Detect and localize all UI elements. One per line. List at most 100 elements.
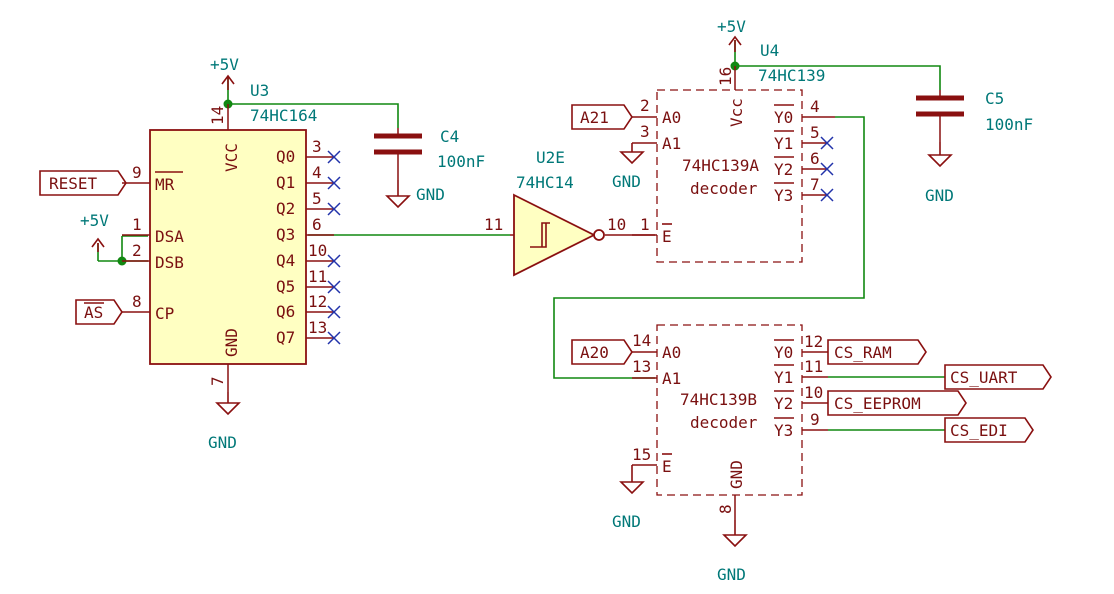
u4a-pin-vcc: Vcc xyxy=(727,98,746,127)
label-cs-ram: CS_RAM xyxy=(834,343,892,362)
u4a-pin-y2: Y2 xyxy=(774,160,793,179)
u3-shift-register[interactable]: U3 74HC164 9 MR 1 DSA 2 DSB 8 CP VCC 14 … xyxy=(122,81,341,392)
u4b-pin-num-e: 15 xyxy=(632,445,651,464)
label-cs-edi: CS_EDI xyxy=(950,421,1008,440)
u3-pin-num-q1: 4 xyxy=(312,163,322,182)
ground-icon xyxy=(927,142,953,168)
u3-pin-num-q4: 10 xyxy=(308,241,327,260)
ground-icon xyxy=(722,520,748,548)
u3-pin-mr: MR xyxy=(155,175,175,194)
u4b-pin-a1: A1 xyxy=(662,369,681,388)
u4b-pin-num-y1: 11 xyxy=(804,357,823,376)
u2e-pin-num-in: 11 xyxy=(484,215,503,234)
label-a21-box xyxy=(571,104,633,130)
label-cs-ram-box xyxy=(827,339,927,365)
u2e-pin-num-out: 10 xyxy=(607,215,626,234)
label-a20-box xyxy=(571,339,633,365)
label-a20: A20 xyxy=(580,343,609,362)
u4b-pin-e: E xyxy=(662,457,672,476)
u3-value: 74HC164 xyxy=(250,106,317,125)
u4a-no-connect-markers xyxy=(820,136,834,202)
u3-pin-num-mr: 9 xyxy=(132,163,142,182)
u4a-pin-num-e: 1 xyxy=(640,215,650,234)
gnd-u4b: GND xyxy=(717,565,746,584)
u2e-bubble xyxy=(593,229,605,241)
u3-pin-num-dsb: 2 xyxy=(132,241,142,260)
u4b-pin-y1: Y1 xyxy=(774,368,793,387)
ground-icon xyxy=(619,465,645,495)
u3-pin-num-dsa: 1 xyxy=(132,215,142,234)
arrow-up-icon xyxy=(728,35,742,52)
net-labels: RESET AS A21 A20 CS_RAM CS_UART CS_EEPRO… xyxy=(39,104,1052,443)
label-as-box xyxy=(75,299,123,325)
pwr-5v-u3: +5V xyxy=(210,55,239,74)
arrow-up-icon xyxy=(221,74,235,90)
u3-pin-q3: Q3 xyxy=(276,225,295,244)
c5-value: 100nF xyxy=(985,115,1033,134)
u4a-pin-num-vcc: 16 xyxy=(716,67,735,86)
pwr-5v-u4: +5V xyxy=(717,17,746,36)
u2e-body xyxy=(513,193,597,277)
u4a-name: 74HC139A xyxy=(682,156,759,175)
ground-icon xyxy=(215,392,241,416)
u2e-value: 74HC14 xyxy=(516,173,574,192)
u2e-schmitt-inverter[interactable]: U2E 74HC14 11 10 xyxy=(484,148,655,277)
u3-pin-num-vcc: 14 xyxy=(208,106,227,125)
c4-ref: C4 xyxy=(440,127,459,146)
u4a-pin-num-y1: 5 xyxy=(810,123,820,142)
u3-pin-q5: Q5 xyxy=(276,277,295,296)
u4a-pin-y3: Y3 xyxy=(774,186,793,205)
u3-pin-num-q3: 6 xyxy=(312,215,322,234)
u3-pin-num-cp: 8 xyxy=(132,292,142,311)
u4a-body xyxy=(656,89,803,263)
gnd-u4b-e: GND xyxy=(612,512,641,531)
ground-icon xyxy=(619,143,645,165)
u4a-pin-num-y0: 4 xyxy=(810,97,820,116)
wire-y0-a1 xyxy=(553,116,865,379)
u4b-pin-y0: Y0 xyxy=(774,343,793,362)
u4b-pin-num-a0: 14 xyxy=(632,331,651,350)
u4a-pin-num-y2: 6 xyxy=(810,149,820,168)
pwr-5v-dsa: +5V xyxy=(80,211,109,230)
u3-pin-q7: Q7 xyxy=(276,328,295,347)
gnd-u3: GND xyxy=(208,433,237,452)
c5-plates xyxy=(916,95,964,117)
u3-pin-q1: Q1 xyxy=(276,173,295,192)
u4b-decoder[interactable]: 14 A0 13 A1 15 E GND 8 74HC139B decoder … xyxy=(632,324,828,520)
gnd-c5: GND xyxy=(925,186,954,205)
u4a-y-overbars xyxy=(774,104,794,184)
u4a-decoder[interactable]: U4 74HC139 2 A0 3 A1 1 E Vcc 16 74HC139A… xyxy=(632,41,835,263)
gnd-c4: GND xyxy=(416,185,445,204)
u3-pin-gnd: GND xyxy=(222,328,241,357)
power-symbols: +5V +5V +5V GND GND GND GND GND GND xyxy=(80,17,954,584)
u4a-pin-num-a1: 3 xyxy=(640,122,650,141)
u3-body xyxy=(149,129,307,365)
capacitor-c5[interactable]: C5 100nF xyxy=(916,89,1033,142)
u4b-y-overbars xyxy=(774,339,794,419)
u3-pin-dsa: DSA xyxy=(155,227,184,246)
u4a-desc: decoder xyxy=(690,179,758,198)
u4b-pin-num-a1: 13 xyxy=(632,357,651,376)
c4-plates xyxy=(374,133,422,155)
u4a-pin-y0: Y0 xyxy=(774,108,793,127)
label-cs-edi-box xyxy=(944,417,1034,443)
u4a-pin-a1: A1 xyxy=(662,134,681,153)
u4-ref: U4 xyxy=(760,41,779,60)
u4b-pin-y2: Y2 xyxy=(774,394,793,413)
u3-pin-vcc: VCC xyxy=(222,143,241,172)
u4b-pin-y3: Y3 xyxy=(774,421,793,440)
u4b-name: 74HC139B xyxy=(680,390,757,409)
arrow-up-icon xyxy=(91,237,105,252)
u3-pin-q0: Q0 xyxy=(276,147,295,166)
capacitor-c4[interactable]: C4 100nF xyxy=(374,127,485,180)
u3-pin-cp: CP xyxy=(155,304,174,323)
u3-pin-q2: Q2 xyxy=(276,199,295,218)
u3-pin-num-q5: 11 xyxy=(308,267,327,286)
ground-icon xyxy=(385,180,411,209)
c5-ref: C5 xyxy=(985,89,1004,108)
label-reset: RESET xyxy=(49,174,98,193)
u4b-pin-num-y2: 10 xyxy=(804,383,823,402)
wire-5v-u4 xyxy=(734,40,941,90)
u4a-pin-a0: A0 xyxy=(662,108,681,127)
u4b-pin-num-gnd: 8 xyxy=(716,504,735,514)
